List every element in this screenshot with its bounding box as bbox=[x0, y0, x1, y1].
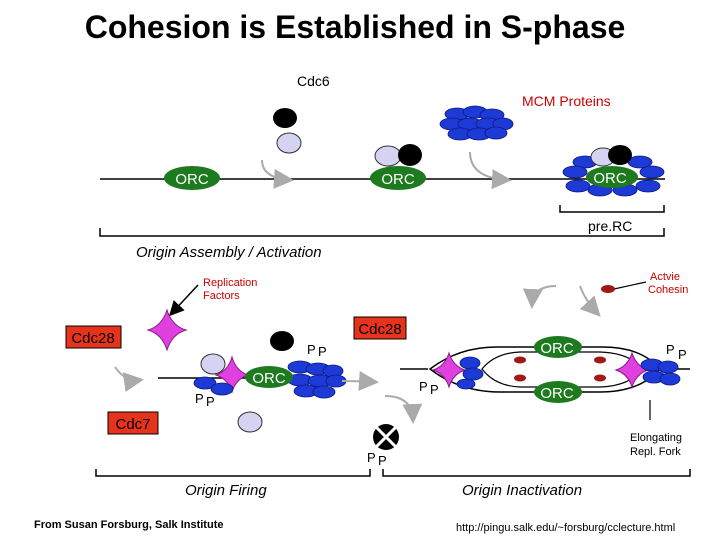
cdc7-label: Cdc7 bbox=[115, 416, 150, 433]
orc-label-1: ORC bbox=[175, 171, 209, 188]
page-title: Cohesion is Established in S-phase bbox=[85, 9, 626, 45]
orc-complex-3 bbox=[586, 166, 638, 188]
arrow-mid-1 bbox=[114, 366, 144, 393]
phospho-label: P bbox=[430, 382, 439, 397]
elongating-label: Elongating bbox=[630, 432, 682, 444]
degraded-cdc6-icon bbox=[372, 423, 400, 451]
cdc28-label-2: Cdc28 bbox=[358, 321, 401, 338]
orc-complex-5 bbox=[534, 336, 582, 358]
mcm-cluster-top bbox=[439, 105, 514, 141]
replication-factors-label: Replication bbox=[203, 277, 257, 289]
cdc28-box-1 bbox=[65, 325, 122, 349]
origin-inactivation-label: Origin Inactivation bbox=[462, 482, 582, 499]
phospho-label: P bbox=[419, 379, 428, 394]
orc-complex-1 bbox=[164, 166, 220, 190]
cdc6-protein bbox=[270, 331, 294, 351]
phospho-label: P bbox=[195, 391, 204, 406]
active-cohesin-label: Actvie bbox=[650, 271, 680, 283]
cdc6-protein bbox=[273, 108, 297, 128]
arrow-top-2 bbox=[469, 151, 512, 190]
mcm-cluster-prerc bbox=[562, 155, 665, 197]
pointer-line bbox=[613, 281, 647, 290]
arrow-mid-3 bbox=[522, 285, 557, 309]
orc-label-6: ORC bbox=[540, 385, 574, 402]
orc-label-2: ORC bbox=[381, 171, 415, 188]
mcm-cluster-fork-right bbox=[640, 358, 681, 386]
cdc6-protein bbox=[398, 144, 422, 166]
cdc6-label: Cdc6 bbox=[297, 73, 330, 89]
origin-firing-bracket bbox=[95, 469, 371, 477]
source-url: http://pingu.salk.edu/~forsburg/cclectur… bbox=[456, 522, 675, 534]
arrow-mid-5 bbox=[384, 395, 423, 424]
orc-label-5: ORC bbox=[540, 340, 574, 357]
replication-factors-label: Factors bbox=[203, 290, 240, 302]
orc-complex-6 bbox=[534, 381, 582, 403]
cdc7-box bbox=[107, 411, 159, 435]
prerc-label: pre.RC bbox=[588, 218, 632, 234]
phospho-label: P bbox=[206, 394, 215, 409]
lavender-protein bbox=[374, 145, 402, 167]
phospho-label: P bbox=[666, 342, 675, 357]
orc-complex-4 bbox=[245, 366, 293, 388]
orc-label-3: ORC bbox=[593, 170, 627, 187]
origin-firing-label: Origin Firing bbox=[185, 482, 267, 499]
arrow-top-1 bbox=[261, 159, 294, 189]
active-cohesin-label: Cohesin bbox=[648, 284, 688, 296]
arrow-mid-4 bbox=[579, 285, 601, 317]
mcm-label: MCM Proteins bbox=[522, 93, 611, 109]
cdc28-label-1: Cdc28 bbox=[71, 330, 114, 347]
cohesin-dots bbox=[514, 356, 606, 382]
mcm-cluster-fork-left bbox=[456, 356, 484, 390]
lavender-protein bbox=[200, 353, 226, 375]
lavender-protein bbox=[237, 411, 263, 433]
origin-assembly-label: Origin Assembly / Activation bbox=[136, 244, 322, 261]
phospho-label: P bbox=[318, 344, 327, 359]
phospho-label: P bbox=[367, 450, 376, 465]
cohesin-protein bbox=[601, 285, 615, 293]
replication-factor-star bbox=[146, 308, 188, 352]
replication-factor-star bbox=[431, 351, 467, 389]
mcm-cluster-firing bbox=[193, 360, 347, 399]
phospho-label: P bbox=[307, 342, 316, 357]
lavender-protein bbox=[276, 132, 302, 154]
phospho-label: P bbox=[678, 347, 687, 362]
cdc6-protein bbox=[608, 145, 632, 165]
prerc-bracket bbox=[559, 205, 665, 213]
elongating-label: Repl. Fork bbox=[630, 446, 681, 458]
origin-assembly-bracket bbox=[99, 228, 665, 237]
cdc28-box-2 bbox=[353, 316, 407, 340]
phospho-label: P bbox=[378, 453, 387, 468]
orc-label-4: ORC bbox=[252, 370, 286, 387]
orc-complex-2 bbox=[370, 166, 426, 190]
origin-inactivation-bracket bbox=[382, 469, 691, 477]
arrow-mid-2 bbox=[341, 370, 379, 391]
credit-text: From Susan Forsburg, Salk Institute bbox=[34, 519, 223, 531]
pointer-arrow bbox=[168, 284, 199, 317]
